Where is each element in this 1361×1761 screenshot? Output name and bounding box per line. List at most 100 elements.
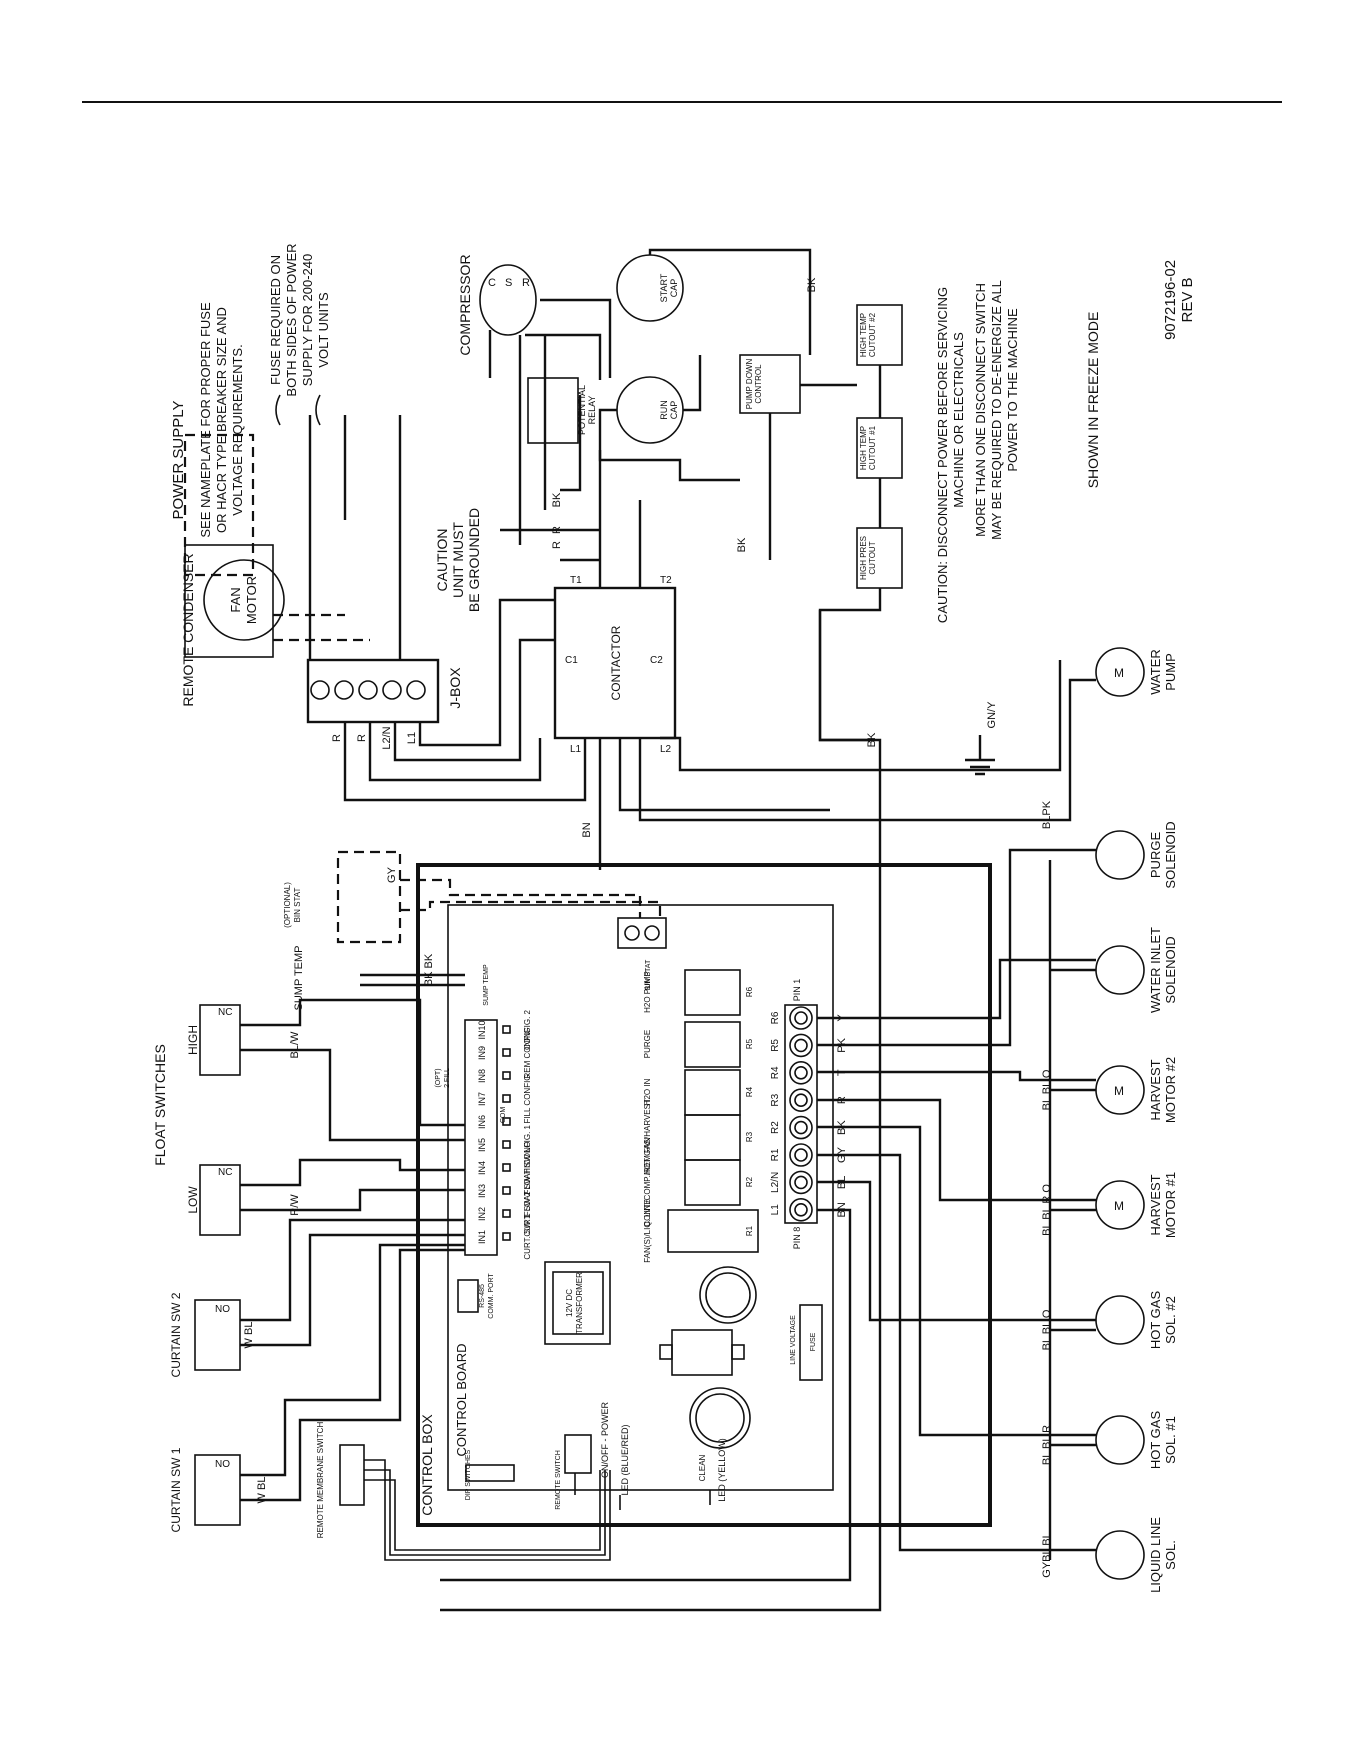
fuse-note-d: VOLT UNITS [316, 292, 331, 368]
relay-id-6: R1 [745, 1225, 754, 1236]
label-hightemp1-a: HIGH TEMP [859, 426, 868, 470]
input-in7: IN7 [477, 1092, 487, 1106]
label-hightemp2-a: HIGH TEMP [859, 313, 868, 357]
contactor [553, 586, 677, 740]
label-curtain-1: CURTAIN SW 1 [169, 1447, 183, 1532]
pin-id-6: R1 [770, 1148, 781, 1161]
label-compressor: COMPRESSOR [457, 254, 473, 355]
remote-condenser-box [184, 544, 274, 658]
input-label-7: CURT. SW 2 [523, 1191, 532, 1237]
label-harvest1-b: MOTOR #1 [1163, 1172, 1178, 1238]
pin-id-4: R3 [770, 1093, 781, 1106]
j-box [306, 658, 440, 724]
term-comp-c: C [488, 277, 496, 289]
supply-note-b: OR HACR TYPE BREAKER SIZE AND [214, 307, 229, 533]
relay-r4 [684, 1069, 741, 1116]
relay-r3 [684, 1114, 741, 1161]
label-line-voltage: LINE VOLTAGE [790, 1315, 797, 1365]
board-component-3 [671, 1329, 733, 1376]
relay-r5 [684, 1021, 741, 1068]
jbox-terminal-3 [358, 680, 378, 700]
ground-symbol [965, 735, 995, 776]
term-high-nc: NC [218, 1007, 232, 1018]
wire-l1: L1 [406, 732, 418, 744]
input-connector [464, 1019, 498, 1256]
label-transformer-a: 12V DC [565, 1289, 574, 1317]
label-rs485-b: COMM. PORT [488, 1273, 495, 1319]
supply-note-c: VOLTAGE REQUIREMENTS. [230, 344, 245, 515]
control-box [416, 863, 992, 1527]
wire-blblo-1: BL BL O [1041, 1069, 1053, 1110]
fan-motor [203, 559, 285, 641]
label-pump-down-a: PUMP DOWN [745, 359, 754, 410]
remote-membrane-switch [339, 1444, 365, 1506]
label-run-cap-b: CAP [669, 401, 679, 420]
label-high: HIGH [186, 1025, 200, 1055]
water-inlet-solenoid [1095, 945, 1145, 995]
label-remote-switch: REMOTE SWITCH [555, 1450, 562, 1510]
input-label-6: FLOAT SW HI [523, 1166, 532, 1216]
term-comp-r: R [522, 277, 530, 289]
label-onoff-power: ON/OFF - POWER [600, 1402, 610, 1478]
label-low: LOW [186, 1186, 200, 1214]
pin-5 [789, 1115, 813, 1140]
pin-7 [789, 1170, 813, 1195]
label-j-box: J-BOX [447, 667, 463, 709]
doc-code: 9072196-02 [1162, 260, 1179, 340]
term-c1: C1 [565, 655, 578, 666]
label-dip-switches: DIP SWITCHES [465, 1449, 472, 1500]
pin-2 [789, 1033, 813, 1058]
input-in1: IN1 [477, 1230, 487, 1244]
label-start-cap-b: CAP [669, 279, 679, 298]
pin-6 [789, 1143, 813, 1167]
term-t2: T2 [660, 575, 672, 586]
wire-bk-1: BK [551, 492, 563, 507]
pin-4 [789, 1088, 813, 1112]
label-pin-1: PIN 1 [792, 979, 802, 1002]
input-label-5: FLOAT SW LO [523, 1141, 532, 1194]
relay-id-5: R2 [745, 1176, 754, 1187]
term-cur2-no: NO [215, 1304, 230, 1315]
liquid-line-sol [1095, 1530, 1145, 1580]
input-in5: IN5 [477, 1138, 487, 1152]
jbox-terminal-2 [334, 680, 354, 700]
pin-1 [789, 1006, 813, 1030]
input-in3: IN3 [477, 1184, 487, 1198]
relay-label-3: H2O IN [643, 1078, 652, 1105]
term-cur1-no: NO [215, 1459, 230, 1470]
relay-id-3: R4 [745, 1086, 754, 1097]
label-bin-stat: BIN STAT [293, 887, 302, 922]
input-label-8: CURT. SW 1 [523, 1214, 532, 1260]
label-float-switches: FLOAT SWITCHES [152, 1044, 168, 1166]
label-liquid-b: SOL. [1163, 1540, 1178, 1570]
wire-r-1: R [331, 734, 343, 742]
wire-bk-3: BK [806, 277, 818, 292]
label-hotgas2-b: SOL. #2 [1163, 1296, 1178, 1344]
control-board [447, 904, 834, 1491]
wire-bk-4: BK [866, 732, 878, 747]
pin-id-2: R5 [770, 1039, 781, 1052]
term-m-harv1: M [1114, 1199, 1124, 1213]
term-m-pump: M [1114, 666, 1124, 680]
label-water-inlet-a: WATER INLET [1148, 927, 1163, 1013]
wire-wbl-1: W BL [243, 1322, 255, 1349]
relay-r6 [684, 969, 741, 1016]
supply-note-a: SEE NAMEPLATE FOR PROPER FUSE [198, 302, 213, 538]
label-opt-fill-b: 2 FILL [444, 1068, 451, 1088]
label-harvest2-a: HARVEST [1148, 1059, 1163, 1120]
curtain-switch-1 [194, 1454, 241, 1526]
ground-caution-a: CAUTION [434, 529, 450, 592]
label-bin-stat-optional: (OPTIONAL) [283, 882, 292, 928]
relay-label-5: CONT./COMP./REM FAN [643, 1137, 652, 1226]
label-pump-down-b: CONTROL [754, 364, 763, 404]
label-hotgas2-a: HOT GAS [1148, 1291, 1163, 1350]
power-supply-note-box [183, 433, 255, 577]
shown-in-note: SHOWN IN FREEZE MODE [1085, 312, 1101, 489]
input-label-2: REM CONFIG [523, 1027, 532, 1078]
label-led-blue-red: LED (BLUE/RED) [620, 1424, 630, 1495]
label-potential-relay-b: RELAY [587, 396, 597, 425]
input-in4: IN4 [477, 1161, 487, 1175]
label-sump-temp-conn: SUMP TEMP [483, 964, 490, 1006]
label-remote-membrane: REMOTE MEMBRANE SWITCH [316, 1422, 325, 1539]
label-pin-8: PIN 8 [792, 1227, 802, 1250]
